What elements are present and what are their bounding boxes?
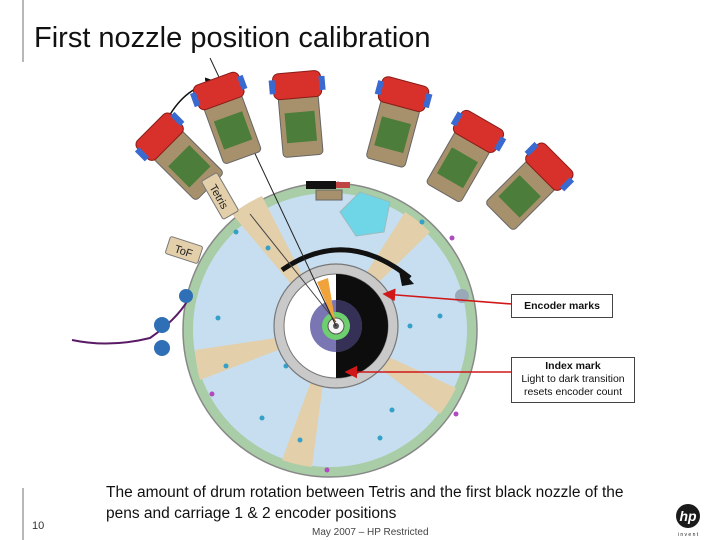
index-mark-callout: Index mark Light to dark transition rese… xyxy=(511,357,635,403)
index-mark-line2: resets encoder count xyxy=(523,386,623,398)
cartridge xyxy=(366,76,433,168)
index-mark-title: Index mark xyxy=(545,360,601,372)
carriage-block xyxy=(306,181,350,201)
cartridge xyxy=(268,70,326,158)
cartridge xyxy=(486,141,575,230)
index-mark-line1: Light to dark transition xyxy=(521,373,625,385)
title-accent-rule xyxy=(22,0,24,62)
tof-sensor: ToF xyxy=(165,236,203,264)
cartridge xyxy=(426,109,507,202)
hp-logo: hp i n v e n t xyxy=(664,503,712,538)
tetris-to-disk-line xyxy=(249,213,337,323)
roller xyxy=(154,340,170,356)
footer-restricted-text: May 2007 – HP Restricted xyxy=(312,527,429,538)
rotation-arrow xyxy=(280,247,412,280)
roller xyxy=(154,317,170,333)
tetris-sensor-beam xyxy=(317,278,336,326)
encoder-marks-callout: Encoder marks xyxy=(511,294,613,318)
drum-rim-marks xyxy=(209,181,459,473)
footer-accent-rule xyxy=(22,488,24,540)
tetris-sensor: Tetris xyxy=(201,172,239,220)
cartridge xyxy=(190,71,262,164)
media-path xyxy=(71,299,189,345)
slide-caption: The amount of drum rotation between Tetr… xyxy=(106,484,624,522)
drum-dots xyxy=(215,219,443,443)
roller xyxy=(179,289,193,303)
pentagon-marker xyxy=(339,191,391,237)
cartridge xyxy=(134,111,223,200)
page-number: 10 xyxy=(32,520,45,532)
hp-logo-subtext: i n v e n t xyxy=(678,532,699,538)
hp-logo-text: hp xyxy=(679,508,697,524)
page-title: First nozzle position calibration xyxy=(34,22,431,54)
tof-label: ToF xyxy=(173,243,194,260)
print-cartridges xyxy=(134,70,575,230)
encoder-marks-arrow xyxy=(382,288,513,305)
rotation-arrowhead xyxy=(398,266,414,286)
